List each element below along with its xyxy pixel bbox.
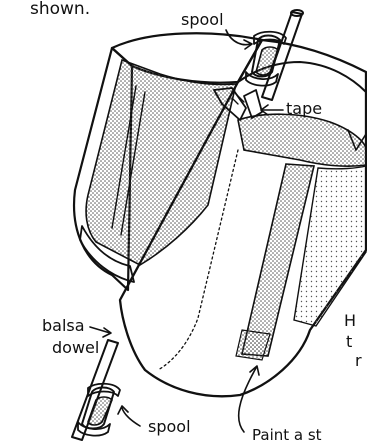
label-spool-top: spool [181,10,224,29]
drum-top-cap [238,114,366,166]
label-dowel: dowel [52,338,99,357]
label-tape: tape [286,99,322,118]
top-spool-shading [256,47,278,75]
label-balsa: balsa [42,316,85,335]
left-drum [74,33,262,290]
label-spool-bottom: spool [148,417,191,436]
edge-fragment-1: H [344,311,356,330]
edge-fragment-3: r [355,351,362,370]
arrow-paint [239,368,256,432]
top-fragment-text: shown. [30,0,90,19]
arrow-spool-bottom [122,408,140,426]
label-paint-note: Paint a st [252,426,322,442]
edge-fragment-2: t [346,332,352,351]
